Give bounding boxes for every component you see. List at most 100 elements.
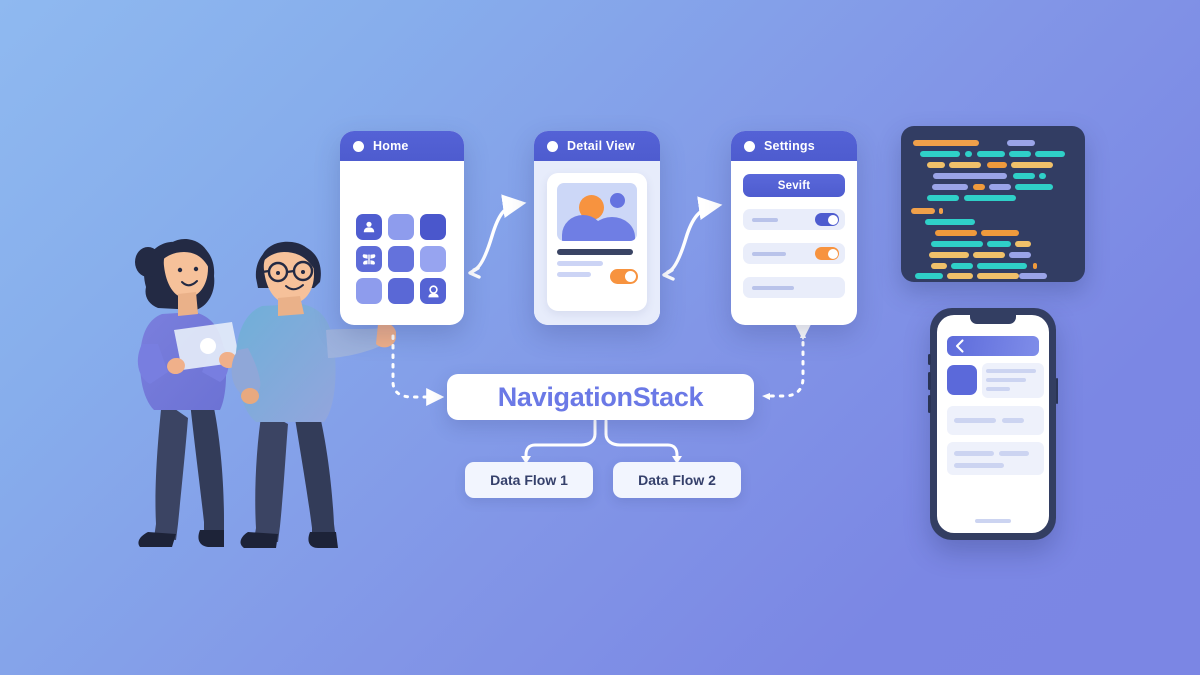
code-segment-7-2 xyxy=(939,208,943,214)
phone-row-2-line-2 xyxy=(1002,418,1024,423)
detail-photo xyxy=(557,183,637,241)
code-segment-11-2 xyxy=(973,252,1005,258)
back-chevron-icon[interactable] xyxy=(955,339,964,353)
screen-card-settings[interactable]: Settings Sevift xyxy=(731,131,857,325)
settings-toggle-2[interactable] xyxy=(815,247,839,260)
code-segment-2-2 xyxy=(965,151,972,157)
code-segment-13-3 xyxy=(977,273,1019,279)
branch-nav-to-dataflows xyxy=(521,419,682,464)
card-body-home xyxy=(340,161,464,325)
grid-tile-5[interactable] xyxy=(388,246,414,272)
code-segment-11-1 xyxy=(929,252,969,258)
phone-power-button[interactable] xyxy=(1055,378,1058,404)
accent-dot-icon xyxy=(610,193,625,208)
people-illustration xyxy=(135,238,396,548)
phone-row-1-line-3 xyxy=(986,387,1010,391)
code-segment-11-3 xyxy=(1009,252,1031,258)
settings-toggle-1[interactable] xyxy=(815,213,839,226)
phone-row-3-line-1 xyxy=(954,451,994,456)
grid-tile-3[interactable] xyxy=(420,214,446,240)
detail-sub-line-2 xyxy=(557,272,591,277)
grid-tile-9[interactable] xyxy=(420,278,446,304)
settings-row-2-label xyxy=(752,251,786,256)
code-segment-6-2 xyxy=(964,195,1016,201)
code-segment-3-1 xyxy=(927,162,945,168)
code-segment-13-2 xyxy=(947,273,973,279)
detail-sheet xyxy=(547,173,647,311)
code-segment-3-4 xyxy=(1011,162,1053,168)
phone-home-indicator xyxy=(975,519,1011,523)
screen-card-home[interactable]: Home xyxy=(340,131,464,325)
detail-toggle[interactable] xyxy=(610,269,638,284)
phone-row-1-line-1 xyxy=(986,369,1036,373)
code-segment-13-1 xyxy=(915,273,943,279)
data-flow-2-box[interactable]: Data Flow 2 xyxy=(613,462,741,498)
data-flow-2-label: Data Flow 2 xyxy=(638,472,716,488)
phone-volume-down[interactable] xyxy=(928,395,931,413)
phone-mockup[interactable] xyxy=(928,308,1058,540)
card-header-home: Home xyxy=(340,131,464,161)
card-title-settings: Settings xyxy=(764,139,815,153)
butterfly-icon xyxy=(362,253,376,265)
phone-row-3[interactable] xyxy=(947,442,1044,475)
phone-volume-up[interactable] xyxy=(928,372,931,390)
status-dot-icon xyxy=(353,140,364,152)
phone-screen xyxy=(937,315,1049,533)
code-segment-1-2 xyxy=(1007,140,1035,146)
person-circle-icon xyxy=(427,284,439,297)
phone-thumbnail xyxy=(947,365,977,395)
code-segment-6-1 xyxy=(927,195,959,201)
navigation-stack-pill[interactable]: NavigationStack xyxy=(447,374,754,420)
dotted-home-to-nav xyxy=(391,334,445,406)
grid-tile-6[interactable] xyxy=(420,246,446,272)
code-segment-4-3 xyxy=(1039,173,1046,179)
code-segment-10-1 xyxy=(931,241,983,247)
code-segment-12-2 xyxy=(951,263,973,269)
card-body-detail xyxy=(534,161,660,325)
grid-tile-7[interactable] xyxy=(356,278,382,304)
grid-tile-2[interactable] xyxy=(388,214,414,240)
settings-row-1[interactable] xyxy=(743,209,845,230)
code-segment-10-3 xyxy=(1015,241,1031,247)
code-segment-9-1 xyxy=(935,230,977,236)
grid-tile-1[interactable] xyxy=(356,214,382,240)
screen-card-detail[interactable]: Detail View xyxy=(534,131,660,325)
code-segment-4-1 xyxy=(933,173,1007,179)
grid-tile-4[interactable] xyxy=(356,246,382,272)
code-segment-7-1 xyxy=(911,208,935,214)
phone-row-1-line-2 xyxy=(986,378,1026,382)
settings-row-3[interactable] xyxy=(743,277,845,298)
woman-with-tablet xyxy=(135,238,240,547)
code-segment-12-3 xyxy=(977,263,1027,269)
dotted-nav-to-settings xyxy=(764,322,812,398)
arrow-home-to-detail xyxy=(468,194,527,279)
toggle-knob xyxy=(625,271,636,282)
card-body-settings: Sevift xyxy=(731,161,857,325)
code-segment-5-2 xyxy=(973,184,985,190)
card-header-detail: Detail View xyxy=(534,131,660,161)
code-segment-12-1 xyxy=(931,263,947,269)
code-segment-1-1 xyxy=(913,140,979,146)
detail-sub-line-1 xyxy=(557,261,603,266)
card-header-settings: Settings xyxy=(731,131,857,161)
settings-row-2[interactable] xyxy=(743,243,845,264)
card-title-home: Home xyxy=(373,139,409,153)
code-editor-panel[interactable] xyxy=(901,126,1085,282)
toggle-knob xyxy=(827,214,838,225)
sevift-button[interactable]: Sevift xyxy=(743,174,845,197)
code-segment-5-1 xyxy=(932,184,968,190)
code-segment-13-4 xyxy=(1019,273,1047,279)
code-segment-10-2 xyxy=(987,241,1011,247)
code-segment-2-5 xyxy=(1035,151,1065,157)
code-segment-2-1 xyxy=(920,151,960,157)
app-grid xyxy=(356,214,448,304)
man-pointing xyxy=(231,241,396,548)
card-title-detail: Detail View xyxy=(567,139,635,153)
code-segment-4-2 xyxy=(1013,173,1035,179)
phone-mute-switch[interactable] xyxy=(928,354,931,365)
data-flow-1-box[interactable]: Data Flow 1 xyxy=(465,462,593,498)
toggle-knob xyxy=(827,248,838,259)
grid-tile-8[interactable] xyxy=(388,278,414,304)
arrow-detail-to-settings xyxy=(662,196,723,281)
